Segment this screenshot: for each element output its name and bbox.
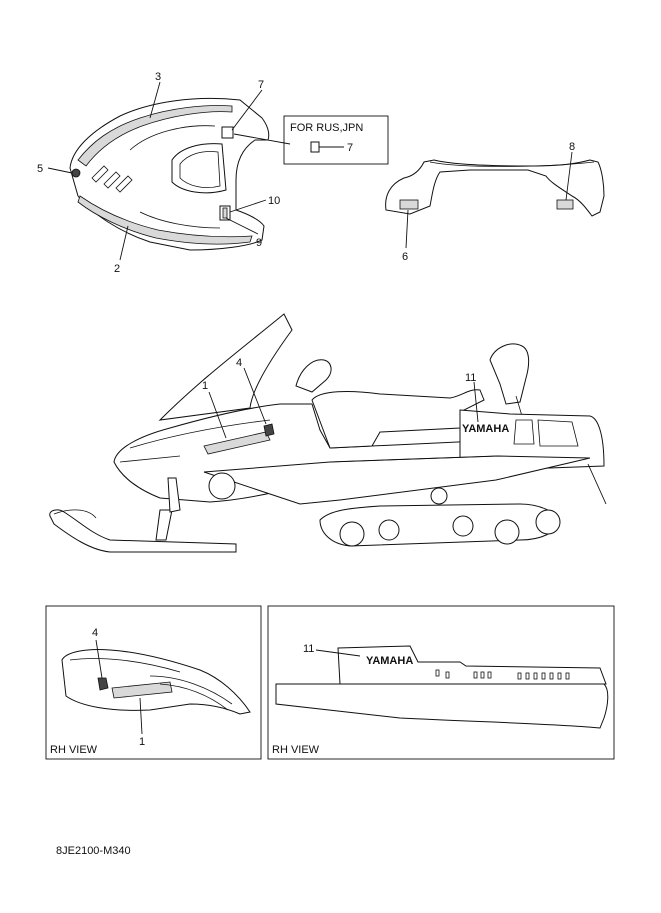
note-box-title: FOR RUS,JPN xyxy=(290,122,363,134)
callout-6: 6 xyxy=(402,251,408,263)
side-decal-brand: YAMAHA xyxy=(462,423,509,435)
callout-11-view: 11 xyxy=(303,643,314,655)
front-hood-drawing xyxy=(69,97,270,251)
right-view-decal-brand: YAMAHA xyxy=(366,655,413,667)
view-label-left: RH VIEW xyxy=(50,744,98,756)
rh-view-left-panel: 4 1 RH VIEW xyxy=(45,605,262,760)
rear-bumper-drawing xyxy=(385,159,605,217)
callout-1-main: 1 xyxy=(202,380,208,392)
note-box-item: 7 xyxy=(347,142,353,154)
regional-note-box: FOR RUS,JPN 7 xyxy=(283,115,389,165)
callout-11-main: 11 xyxy=(465,372,476,384)
callout-7-hood: 7 xyxy=(258,79,264,91)
rh-view-right-panel: YAMAHA 11 RH VIEW xyxy=(267,605,615,760)
callout-4-view: 4 xyxy=(92,627,98,639)
drawing-code: 8JE2100-M340 xyxy=(56,845,131,857)
callout-5: 5 xyxy=(37,163,43,175)
callout-9: 9 xyxy=(256,237,262,249)
callout-1-view: 1 xyxy=(139,736,145,748)
callout-2: 2 xyxy=(114,263,120,275)
snowmobile-drawing: YAMAHA xyxy=(49,313,607,553)
callout-3: 3 xyxy=(155,71,161,83)
callout-4-main: 4 xyxy=(236,357,242,369)
callout-10: 10 xyxy=(268,195,280,207)
view-label-right: RH VIEW xyxy=(272,744,320,756)
callout-8: 8 xyxy=(569,141,575,153)
